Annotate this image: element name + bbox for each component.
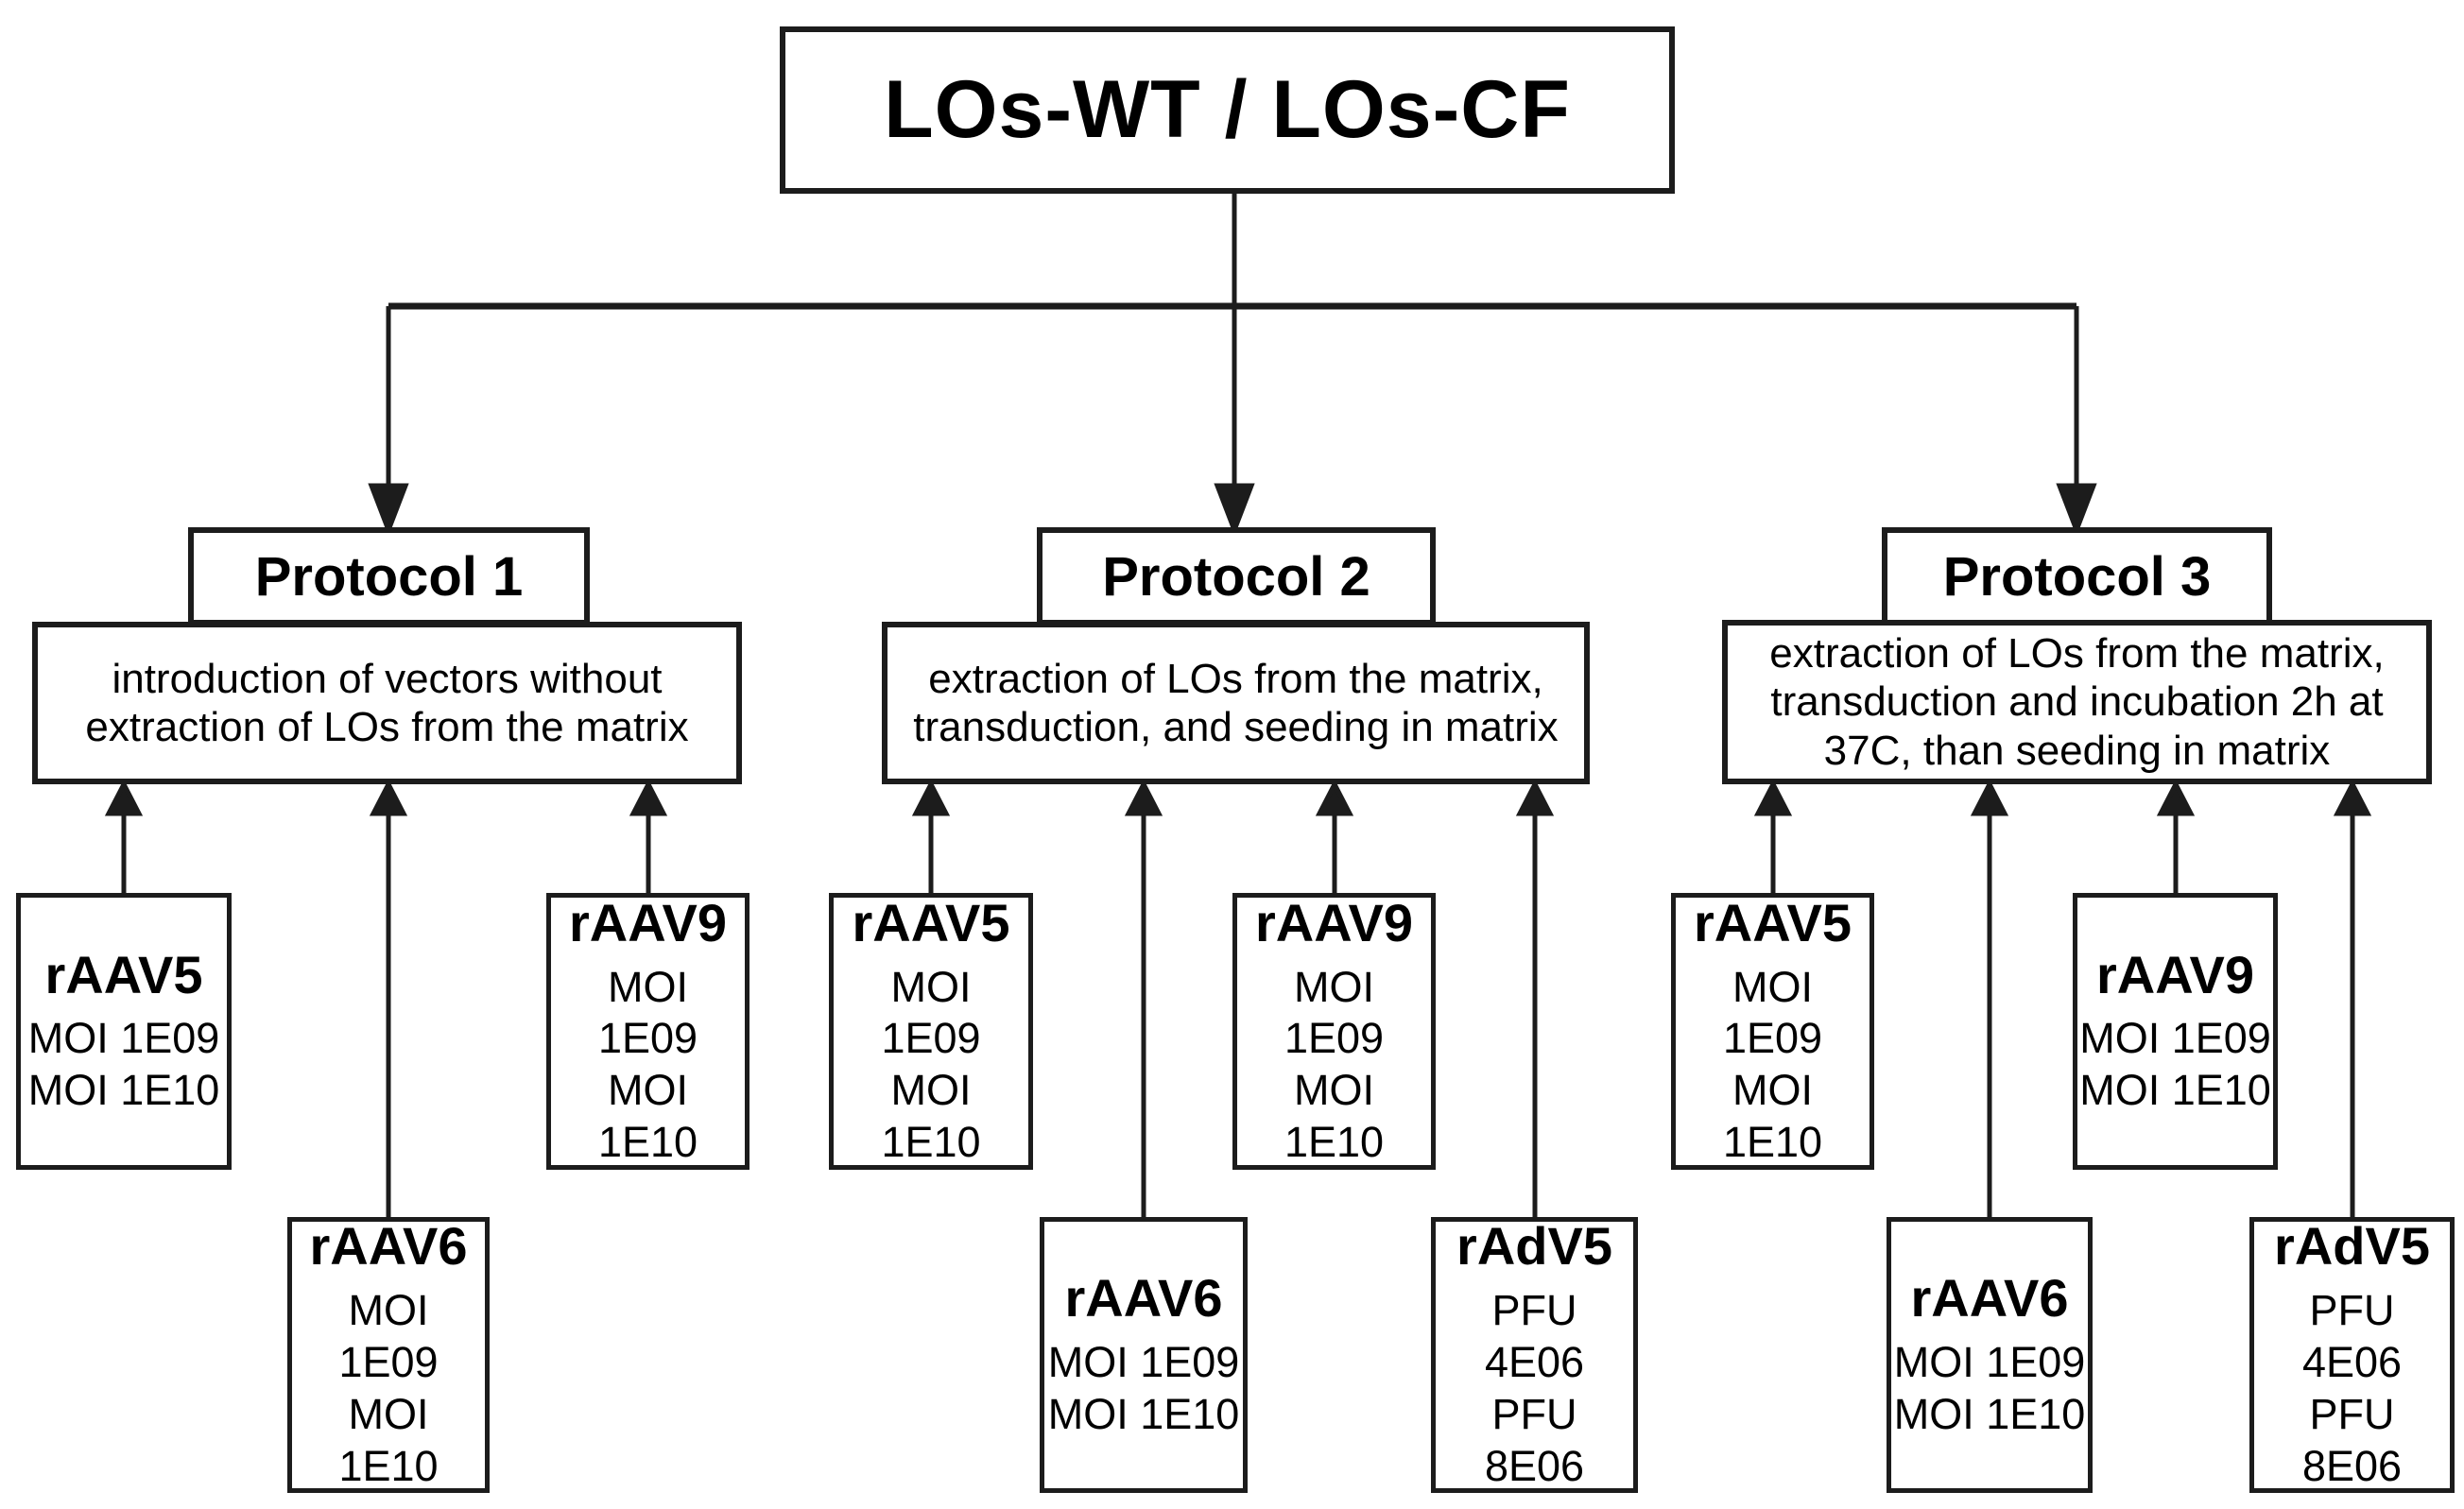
vector-dose: MOI 1E09 bbox=[881, 962, 981, 1063]
vector-dose: MOI 1E10 bbox=[881, 1066, 981, 1167]
vector-dose: MOI 1E09 bbox=[1722, 962, 1823, 1063]
vector-name: rAdV5 bbox=[1456, 1216, 1612, 1277]
arrow-up-icon bbox=[629, 779, 668, 816]
arrow-up-icon bbox=[2333, 779, 2372, 816]
vector-dose: PFU 8E06 bbox=[1484, 1389, 1585, 1490]
vector-dose: PFU 4E06 bbox=[1484, 1286, 1585, 1386]
vector-name: rAdV5 bbox=[2274, 1216, 2430, 1277]
vector-dose: MOI 1E10 bbox=[1722, 1066, 1823, 1167]
arrow-down-icon bbox=[2056, 483, 2097, 537]
vector-name: rAAV6 bbox=[1064, 1268, 1223, 1329]
vector-dose: MOI 1E09 bbox=[1284, 962, 1385, 1063]
vector-dose: MOI 1E10 bbox=[338, 1389, 439, 1490]
root-label: LOs-WT / LOs-CF bbox=[884, 64, 1571, 155]
vector-name: rAAV9 bbox=[2095, 944, 2254, 1004]
arrow-up-icon bbox=[1315, 779, 1354, 816]
p1-vector-raav9-node: rAAV9 MOI 1E09 MOI 1E10 bbox=[546, 893, 750, 1170]
arrow-down-icon bbox=[368, 483, 409, 537]
protocol-1-title-node: Protocol 1 bbox=[188, 527, 590, 626]
vector-dose: PFU 4E06 bbox=[2301, 1286, 2403, 1386]
vector-dose: MOI 1E10 bbox=[597, 1066, 698, 1167]
arrow-up-icon bbox=[1970, 779, 2009, 816]
arrow-down-icon bbox=[1214, 483, 1255, 537]
protocol-3-title-node: Protocol 3 bbox=[1882, 527, 2272, 626]
root-node: LOs-WT / LOs-CF bbox=[780, 26, 1675, 194]
vector-name: rAAV6 bbox=[309, 1216, 468, 1277]
protocol-1-description: introduction of vectors without extracti… bbox=[85, 655, 689, 750]
p1-vector-raav5-node: rAAV5 MOI 1E09 MOI 1E10 bbox=[16, 893, 232, 1170]
protocol-2-description-node: extraction of LOs from the matrix, trans… bbox=[882, 622, 1590, 784]
vector-dose: MOI 1E10 bbox=[2079, 1066, 2271, 1115]
vector-dose: MOI 1E09 bbox=[1893, 1337, 2086, 1386]
vector-name: rAAV9 bbox=[1254, 892, 1413, 952]
protocol-1-description-node: introduction of vectors without extracti… bbox=[32, 622, 742, 784]
arrow-up-icon bbox=[1124, 779, 1163, 816]
arrow-up-icon bbox=[1753, 779, 1793, 816]
arrow-up-icon bbox=[369, 779, 408, 816]
p3-vector-raav9-node: rAAV9 MOI 1E09 MOI 1E10 bbox=[2073, 893, 2278, 1170]
protocol-2-description: extraction of LOs from the matrix, trans… bbox=[913, 655, 1559, 750]
vector-dose: MOI 1E10 bbox=[1284, 1066, 1385, 1167]
vector-name: rAAV5 bbox=[1693, 892, 1852, 952]
p2-vector-radv5-node: rAdV5 PFU 4E06 PFU 8E06 bbox=[1431, 1217, 1638, 1493]
vector-dose: PFU 8E06 bbox=[2301, 1389, 2403, 1490]
p3-vector-raav5-node: rAAV5 MOI 1E09 MOI 1E10 bbox=[1671, 893, 1874, 1170]
protocol-3-description: extraction of LOs from the matrix, trans… bbox=[1769, 629, 2385, 774]
vector-dose: MOI 1E09 bbox=[597, 962, 698, 1063]
vector-name: rAAV5 bbox=[44, 944, 203, 1004]
vector-dose: MOI 1E09 bbox=[2079, 1014, 2271, 1063]
vector-name: rAAV6 bbox=[1910, 1268, 2069, 1329]
arrow-up-icon bbox=[2156, 779, 2196, 816]
vector-dose: MOI 1E09 bbox=[27, 1014, 220, 1063]
arrow-up-icon bbox=[1515, 779, 1555, 816]
protocol-3-description-node: extraction of LOs from the matrix, trans… bbox=[1722, 620, 2432, 784]
p3-vector-raav6-node: rAAV6 MOI 1E09 MOI 1E10 bbox=[1887, 1217, 2093, 1493]
vector-dose: MOI 1E09 bbox=[1047, 1337, 1240, 1386]
vector-dose: MOI 1E10 bbox=[1893, 1389, 2086, 1438]
protocol-3-title: Protocol 3 bbox=[1942, 545, 2212, 608]
vector-dose: MOI 1E10 bbox=[27, 1066, 220, 1115]
p3-vector-radv5-node: rAdV5 PFU 4E06 PFU 8E06 bbox=[2249, 1217, 2455, 1493]
protocol-2-title: Protocol 2 bbox=[1102, 545, 1370, 608]
vector-dose: MOI 1E10 bbox=[1047, 1389, 1240, 1438]
p2-vector-raav6-node: rAAV6 MOI 1E09 MOI 1E10 bbox=[1040, 1217, 1248, 1493]
p2-vector-raav5-node: rAAV5 MOI 1E09 MOI 1E10 bbox=[829, 893, 1033, 1170]
protocol-2-title-node: Protocol 2 bbox=[1037, 527, 1436, 626]
arrow-up-icon bbox=[911, 779, 951, 816]
p1-vector-raav6-node: rAAV6 MOI 1E09 MOI 1E10 bbox=[287, 1217, 490, 1493]
p2-vector-raav9-node: rAAV9 MOI 1E09 MOI 1E10 bbox=[1232, 893, 1436, 1170]
arrow-up-icon bbox=[104, 779, 144, 816]
vector-name: rAAV5 bbox=[852, 892, 1010, 952]
vector-dose: MOI 1E09 bbox=[338, 1286, 439, 1386]
vector-name: rAAV9 bbox=[568, 892, 727, 952]
protocol-1-title: Protocol 1 bbox=[254, 545, 524, 608]
